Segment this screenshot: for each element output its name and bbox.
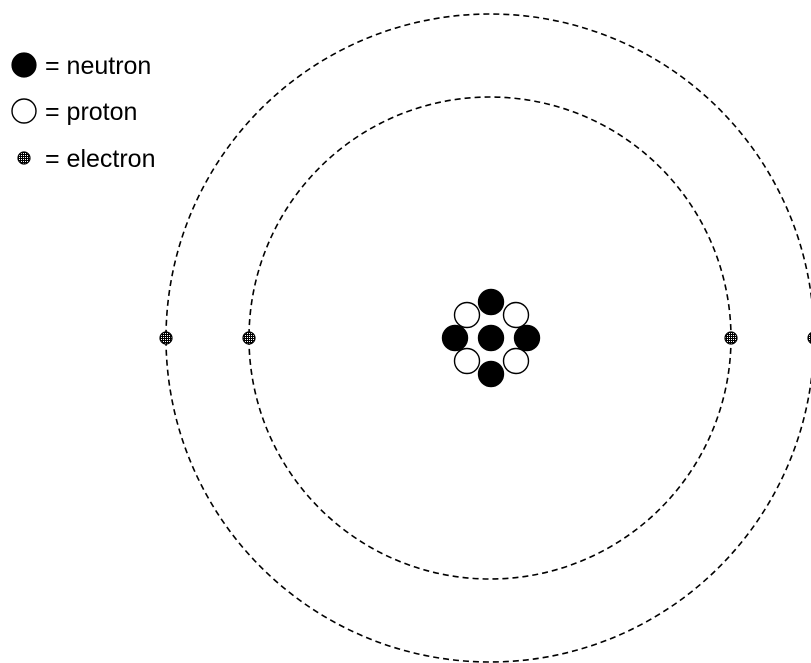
neutron: [441, 324, 469, 352]
electrons: [159, 331, 811, 345]
electron-outer-left: [159, 331, 173, 345]
legend-item-electron: = electron: [17, 145, 156, 173]
neutron: [477, 288, 505, 316]
nucleus: [441, 288, 541, 388]
hollow-circle-icon: [11, 98, 37, 124]
proton: [453, 347, 481, 375]
neutron: [477, 360, 505, 388]
electron-outer-right: [807, 332, 811, 344]
proton: [502, 301, 530, 329]
neutron: [477, 324, 505, 352]
legend-neutron-label: = neutron: [45, 52, 151, 80]
legend: = neutron = proton = electron: [11, 52, 156, 173]
electron-inner-left: [242, 331, 256, 345]
filled-circle-icon: [11, 52, 37, 78]
legend-item-neutron: = neutron: [11, 52, 151, 80]
neutron: [513, 324, 541, 352]
electron-inner-right: [724, 331, 738, 345]
proton: [502, 347, 530, 375]
hatched-dot-icon: [17, 151, 31, 165]
legend-electron-label: = electron: [45, 145, 156, 173]
legend-item-proton: = proton: [11, 98, 137, 126]
proton: [453, 301, 481, 329]
legend-proton-label: = proton: [45, 98, 137, 126]
